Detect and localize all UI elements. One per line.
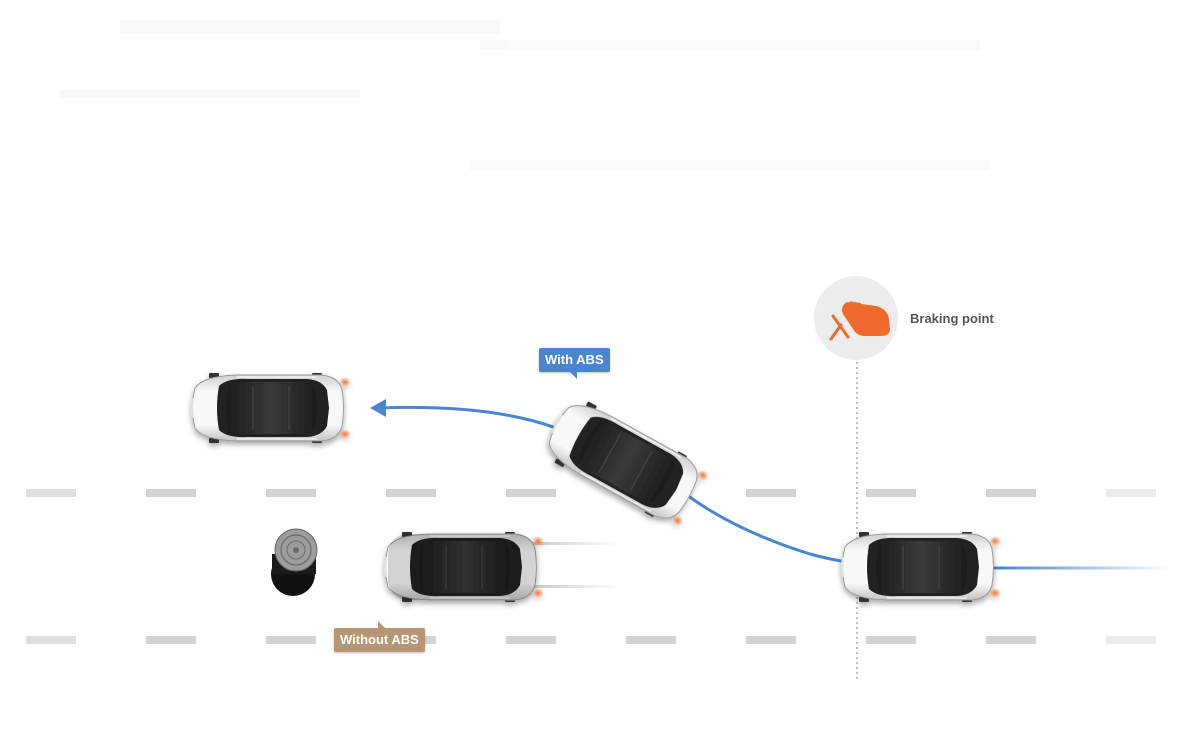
- lane-dash: [506, 489, 556, 497]
- lane-markings-lower: [26, 636, 1156, 644]
- foot-pressing-pedal-icon: [829, 301, 890, 341]
- car-without-abs: [384, 531, 545, 603]
- car-with-abs-swerving: [538, 392, 714, 533]
- lane-dash: [506, 636, 556, 644]
- lane-dash: [146, 489, 196, 497]
- lane-dash: [266, 636, 316, 644]
- lane-dash: [866, 636, 916, 644]
- lane-dash: [746, 489, 796, 497]
- without-abs-label: Without ABS: [334, 621, 425, 652]
- lane-dash: [1106, 636, 1156, 644]
- skid-marks: [520, 542, 620, 588]
- car-with-abs-destination: [191, 372, 352, 444]
- lane-dash: [146, 636, 196, 644]
- lane-dash: [386, 489, 436, 497]
- with-abs-trajectory-tail: [995, 566, 1173, 570]
- lane-dash: [866, 489, 916, 497]
- lane-dash: [986, 636, 1036, 644]
- with-abs-arrowhead: [370, 399, 386, 417]
- braking-point-label: Braking point: [910, 311, 994, 326]
- manhole-obstacle-icon: [271, 528, 318, 596]
- lane-dash: [746, 636, 796, 644]
- lane-dash: [26, 636, 76, 644]
- lane-dash: [986, 489, 1036, 497]
- with-abs-label: With ABS: [539, 348, 610, 379]
- car-at-braking-point: [841, 531, 1002, 603]
- lane-dash: [1106, 489, 1156, 497]
- lane-dash: [26, 489, 76, 497]
- background-haze: [60, 20, 990, 170]
- lane-dash: [266, 489, 316, 497]
- lane-dash: [626, 636, 676, 644]
- lane-markings-upper: [26, 489, 1156, 497]
